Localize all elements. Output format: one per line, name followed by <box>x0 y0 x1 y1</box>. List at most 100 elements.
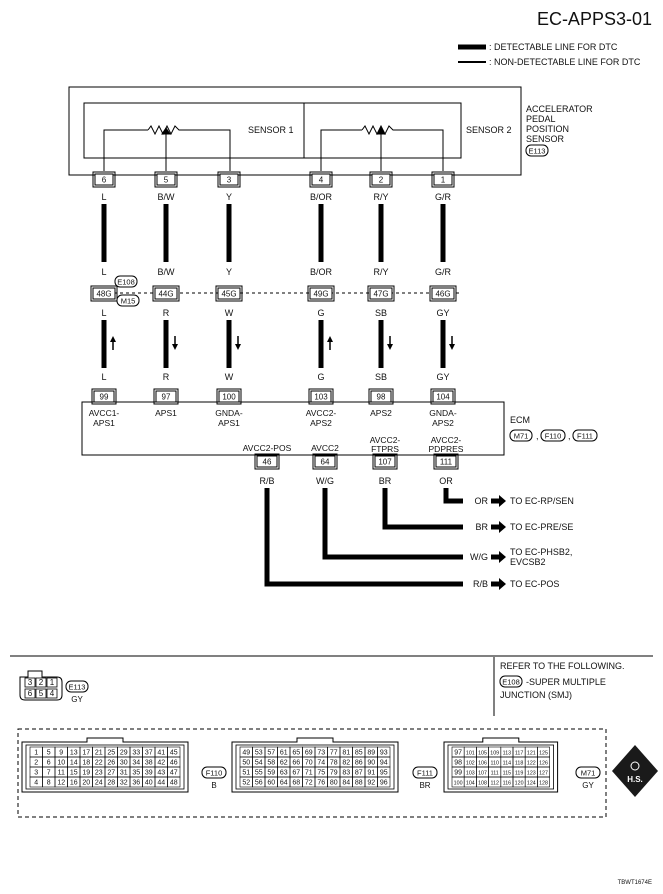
connector-pin-number: 92 <box>367 780 375 787</box>
svg-text:,: , <box>536 431 539 441</box>
connector-pin-number: 128 <box>539 781 548 787</box>
connector-pin-number: 33 <box>132 750 140 757</box>
ecm-terminal-label: AVCC2- <box>370 435 401 445</box>
ecm-pin: 111 <box>440 458 453 467</box>
e113-connector-label: E113 <box>69 683 86 692</box>
wire-columns: 6LL48GLL99AVCC1-APS15B/WB/W44GRR97APS13Y… <box>89 171 457 428</box>
connector-pin-number: 121 <box>527 751 536 757</box>
connector-pin-number: 93 <box>380 750 388 757</box>
connector-pin-number: 27 <box>107 770 115 777</box>
sensor-pin: 6 <box>102 176 107 185</box>
sensor2-label: SENSOR 2 <box>466 125 512 135</box>
connector-pin-number: 32 <box>120 780 128 787</box>
connector-face-color: GY <box>582 781 594 790</box>
wire-color-label: R/Y <box>373 192 388 202</box>
connector-pin-number: 123 <box>527 771 536 777</box>
connector-pin-number: 11 <box>58 770 65 777</box>
connector-pin-number: 103 <box>466 771 475 777</box>
connector-pin-number: 113 <box>503 751 511 757</box>
ecm-terminal-label: AVCC2 <box>311 443 339 453</box>
e113-pin-number: 3 <box>28 678 33 687</box>
destination-label: EVCSB2 <box>510 557 546 567</box>
connector-pin-number: 127 <box>539 771 548 777</box>
connector-pin-number: 79 <box>330 770 338 777</box>
ecm-connector-f110: F110 <box>545 432 562 441</box>
connector-pin-number: 82 <box>342 760 350 767</box>
sensor-pin: 1 <box>441 176 446 185</box>
connector-pin-number: 46 <box>170 760 178 767</box>
e113-pin-number: 6 <box>28 689 33 698</box>
connector-pin-number: 107 <box>478 771 487 777</box>
connector-pin-number: 80 <box>330 780 338 787</box>
e113-pin-number: 2 <box>39 678 44 687</box>
sensor-label-line-1: ACCELERATOR <box>526 104 593 114</box>
accelerator-pedal-position-sensor: SENSOR 1 SENSOR 2 ACCELERATOR PEDAL POSI… <box>68 86 593 176</box>
ecm-terminal-label: AVCC2- <box>431 435 462 445</box>
connector-pin-number: 68 <box>292 780 300 787</box>
connector-pin-number: 87 <box>355 770 363 777</box>
connector-pin-number: 57 <box>267 750 275 757</box>
connector-pin-number: 20 <box>82 780 90 787</box>
connector-pin-number: 104 <box>466 781 475 787</box>
e113-pin-number: 1 <box>50 678 55 687</box>
connector-pin-number: 73 <box>317 750 325 757</box>
connector-pin-number: 108 <box>478 781 487 787</box>
connector-pin-number: 50 <box>242 760 250 767</box>
sensor1-label: SENSOR 1 <box>248 125 294 135</box>
connector-pin-number: 62 <box>280 760 288 767</box>
wire-color-label: W <box>225 372 234 382</box>
connector-pin-number: 10 <box>57 760 65 767</box>
wire-color-label: R <box>163 372 170 382</box>
connector-pin-number: 109 <box>490 751 499 757</box>
connector-pin-number: 75 <box>317 770 325 777</box>
connector-pin-number: 115 <box>503 771 511 777</box>
connector-face-color: BR <box>419 781 430 790</box>
connector-pin-number: 95 <box>380 770 388 777</box>
connector-pin-number: 8 <box>47 780 51 787</box>
connector-pin-number: 55 <box>255 770 263 777</box>
connector-pin-number: 100 <box>454 781 463 787</box>
connector-pin-number: 12 <box>57 780 65 787</box>
connector-pin-number: 54 <box>255 760 263 767</box>
e113-connector-color: GY <box>71 695 83 704</box>
ecm-connector-f111: F111 <box>577 432 593 441</box>
connector-pin-number: 30 <box>120 760 128 767</box>
connector-pin-number: 84 <box>342 780 350 787</box>
connector-pin-number: 98 <box>454 760 462 767</box>
legend-detectable-text: : DETECTABLE LINE FOR DTC <box>489 42 618 52</box>
connector-pin-number: 117 <box>515 751 523 757</box>
ecm-connector-panel <box>17 728 607 818</box>
refer-text: REFER TO THE FOLLOWING. <box>500 661 625 671</box>
connector-pin-number: 2 <box>34 760 38 767</box>
wire-color-label: G <box>317 308 324 318</box>
refer-connector-e108: E108 <box>502 678 520 687</box>
connector-pin-number: 78 <box>330 760 338 767</box>
sensor-pin: 4 <box>319 176 324 185</box>
wire-color-label: R <box>163 308 170 318</box>
svg-text:,: , <box>568 431 571 441</box>
destination-arrow-icon <box>499 521 506 533</box>
connector-pin-number: 45 <box>170 750 178 757</box>
connector-pin-number: 69 <box>305 750 313 757</box>
connector-pin-number: 40 <box>145 780 153 787</box>
ecm-pin: 107 <box>378 458 392 467</box>
connector-face-color: B <box>211 781 216 790</box>
refer-desc-line-1: -SUPER MULTIPLE <box>526 677 606 687</box>
figure-code: TBWT1674E <box>618 880 652 886</box>
connector-pin-number: 74 <box>317 760 325 767</box>
connector-pin-number: 21 <box>95 750 103 757</box>
destination-arrow-icon <box>499 551 506 563</box>
connector-pin-number: 83 <box>342 770 350 777</box>
wire-color-label: R/B <box>259 476 274 486</box>
connector-pin-number: 48 <box>170 780 178 787</box>
connector-pin-number: 124 <box>527 781 536 787</box>
connector-pin-number: 122 <box>527 761 536 767</box>
ecm-connector-m71: M71 <box>514 432 529 441</box>
